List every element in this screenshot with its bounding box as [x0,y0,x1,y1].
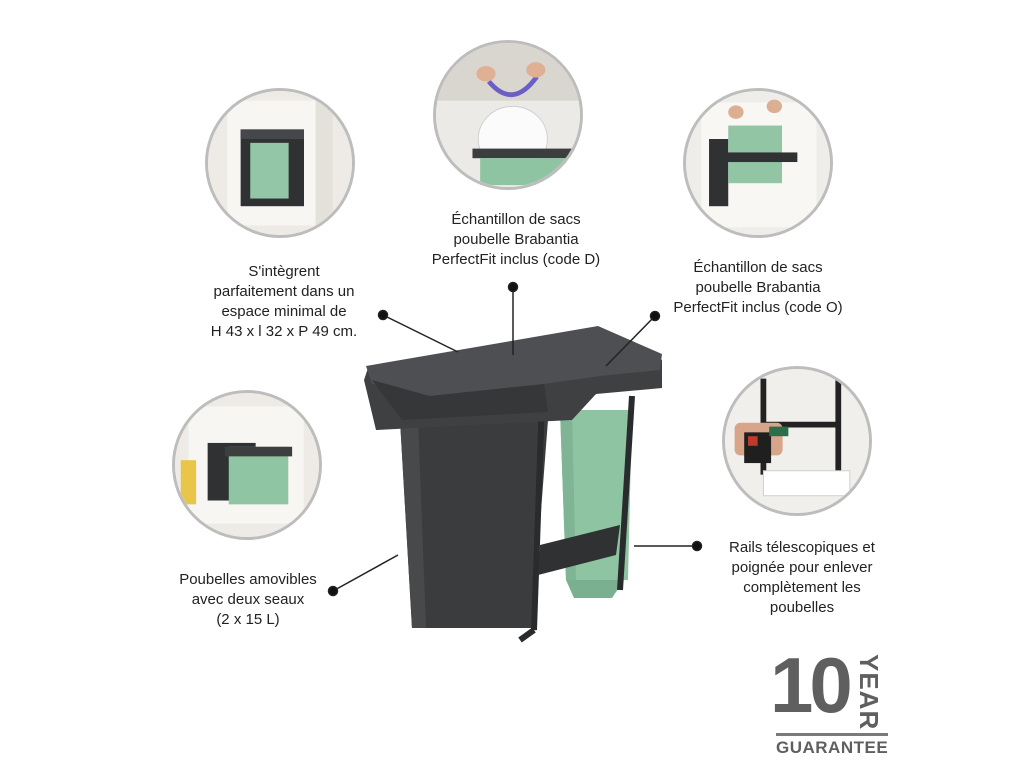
guarantee-badge: 10 YEAR GUARANTEE [770,641,890,757]
bag-insert-photo [433,40,583,190]
caption-fit: S'intègrent parfaitement dans un espace … [210,263,358,340]
bucket-lift-photo [683,88,833,238]
guarantee-label: GUARANTEE [776,738,889,757]
caption-bins: Poubelles amovibles avec deux seaux (2 x… [179,571,317,628]
cabinet-fit-photo [205,88,355,238]
caption-bags-o: Échantillon de sacs poubelle Brabantia P… [673,259,843,316]
guarantee-years-number: 10 [770,641,853,729]
caption-rails: Rails télescopiques et poignée pour enle… [729,539,875,616]
installation-photo [722,366,872,516]
guarantee-year-label: YEAR [854,654,884,731]
caption-bags-d: Échantillon de sacs poubelle Brabantia P… [431,211,601,268]
guarantee-divider [776,733,888,736]
drawer-open-photo [172,390,322,540]
